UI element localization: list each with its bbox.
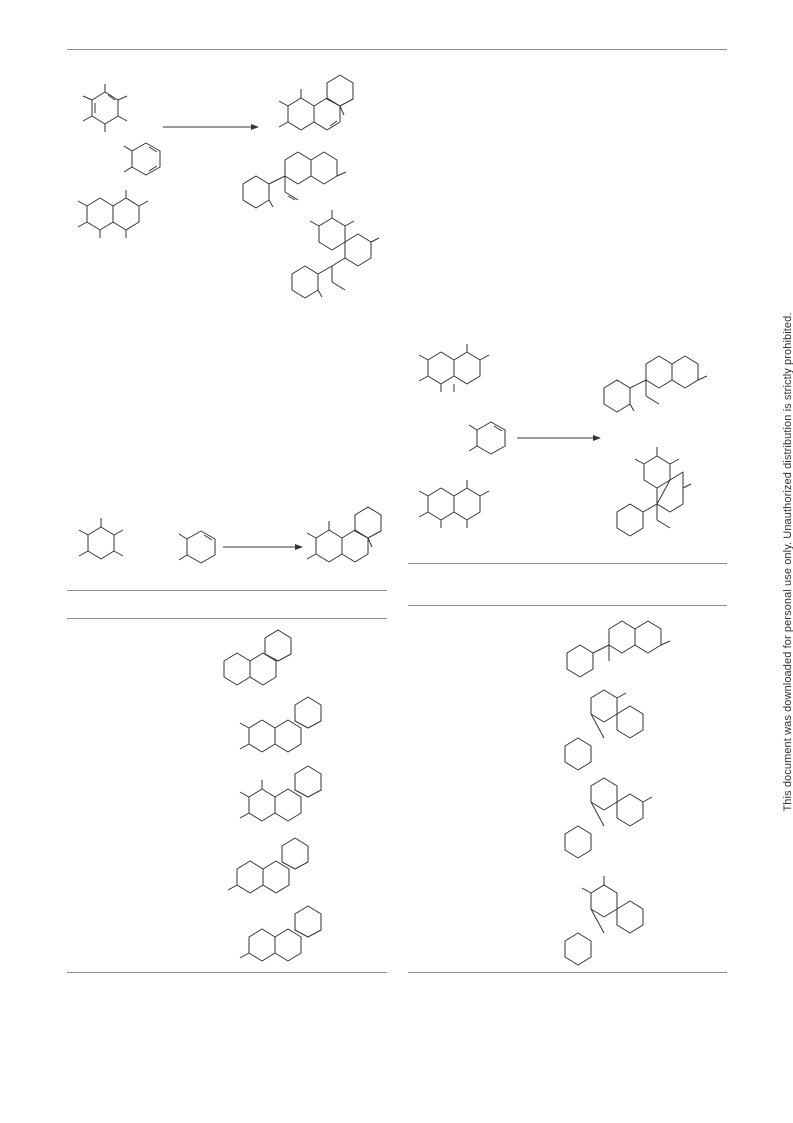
hexamethylbenzene-structure [78,518,124,560]
scheme-3 [78,506,382,564]
product-chrysene-2-structure [291,210,380,299]
hexamethylbenzene-structure [82,84,128,132]
xylene-reagent-structure [468,421,506,455]
table-left-bottom-rule [67,972,387,973]
table-right-header-rule [408,605,727,606]
product-phenanthrene-structure [306,506,382,563]
chrysene-structure-2 [564,689,644,771]
table-left-top-rule [67,590,387,591]
table-left-structures [223,629,322,962]
phenanthrene-structure-5 [239,905,322,962]
scheme-2 [418,344,708,537]
table-right-structures [564,620,671,966]
product-chrysene-a-structure [603,355,708,413]
scheme-1 [77,74,380,299]
chrysene-structure-4 [564,876,644,966]
phenanthrene-structure-1 [223,629,292,686]
product-phenanthrene-structure [278,74,354,131]
chrysene-structure-1 [566,620,671,678]
phenanthrene-structure-2 [239,696,322,753]
product-chrysene-b-structure [616,447,692,537]
xylene-structure [123,142,161,176]
phenanthrene-structure-4 [227,837,309,894]
table-right-top-rule [408,563,727,564]
chrysene-structure-3 [564,777,653,859]
xylene-structure [178,530,216,564]
table-right-bottom-rule [408,972,727,973]
product-chrysene-1-structure [242,151,347,209]
table-left-header-rule [67,618,387,619]
tetramethylnaphthalene-structure [77,190,149,238]
naphthalene-reagent-1-structure [418,344,490,392]
top-rule [67,49,727,50]
naphthalene-reagent-2-structure [418,480,490,528]
phenanthrene-structure-3 [239,765,322,822]
